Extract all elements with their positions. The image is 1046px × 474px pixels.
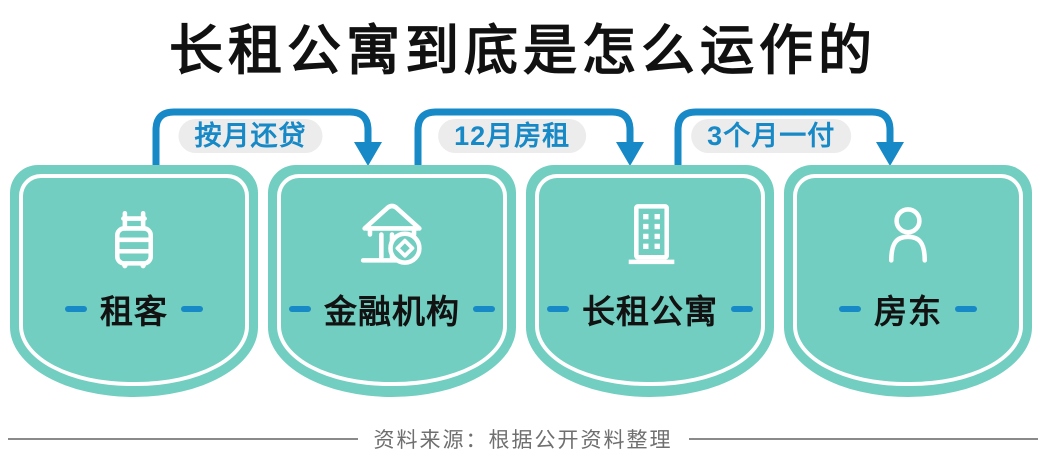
label-dash-left	[65, 306, 87, 312]
label-dash-right	[473, 306, 495, 312]
arrow-bracket-icon	[414, 108, 644, 168]
cards-row: 租客 金融机构	[10, 165, 1032, 397]
card-label: 租客	[100, 293, 168, 330]
suitcase-icon	[96, 195, 172, 271]
label-dash-left	[547, 306, 569, 312]
connector-apartment-to-landlord: 3个月一付	[664, 104, 904, 168]
connector-label: 12月房租	[438, 119, 587, 153]
person-icon	[870, 195, 946, 271]
source-text: 资料来源：根据公开资料整理	[373, 429, 673, 452]
card-label: 金融机构	[324, 293, 460, 330]
card-label: 长租公寓	[582, 293, 718, 330]
card-apartment: 长租公寓	[526, 165, 774, 397]
label-dash-right	[181, 306, 203, 312]
left-rule	[8, 438, 358, 440]
connector-label: 按月还贷	[178, 119, 323, 153]
card-landlord: 房东	[784, 165, 1032, 397]
arrow-bracket-icon	[674, 108, 904, 168]
card-finance: 金融机构	[268, 165, 516, 397]
card-tenant: 租客	[10, 165, 258, 397]
right-rule	[688, 438, 1038, 440]
card-label-row: 房东	[784, 289, 1032, 330]
card-label: 房东	[874, 293, 942, 330]
connector-label: 3个月一付	[691, 119, 852, 153]
label-dash-right	[955, 306, 977, 312]
arrow-bracket-icon	[152, 108, 382, 168]
label-dash-right	[731, 306, 753, 312]
card-label-row: 长租公寓	[526, 289, 774, 330]
card-label-row: 租客	[10, 289, 258, 330]
label-dash-left	[289, 306, 311, 312]
card-label-row: 金融机构	[268, 289, 516, 330]
bank-icon	[354, 195, 430, 271]
source-row: 资料来源：根据公开资料整理	[0, 424, 1046, 454]
building-icon	[612, 195, 688, 271]
page-title: 长租公寓到底是怎么运作的	[169, 21, 877, 81]
label-dash-left	[839, 306, 861, 312]
connector-tenant-to-finance: 按月还贷	[142, 104, 382, 168]
connector-finance-to-apartment: 12月房租	[404, 104, 644, 168]
